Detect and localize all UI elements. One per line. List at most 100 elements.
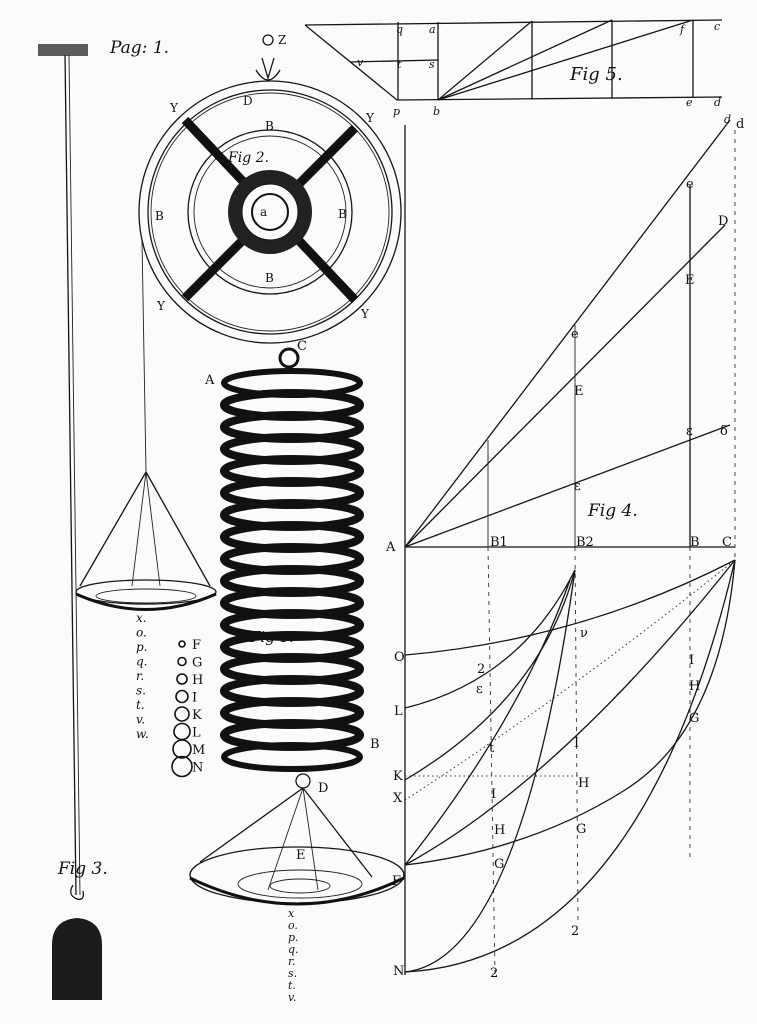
- fig4-label: B2: [576, 535, 594, 550]
- weight-circle: [174, 706, 190, 722]
- weight-letter-large: x: [288, 907, 295, 920]
- fig4-label: G: [576, 822, 586, 837]
- weight-letter: v.: [136, 713, 145, 727]
- fig4-label: I: [574, 736, 579, 751]
- fig5-label: p: [393, 105, 400, 118]
- weight-circle-label: I: [192, 691, 197, 706]
- large-scale-pan: [189, 773, 405, 906]
- fig4-label: H: [494, 823, 505, 838]
- fig4-label: G: [689, 711, 699, 726]
- fig4-label: N: [393, 964, 404, 979]
- fig2-label: B: [338, 207, 347, 221]
- fig5-label: b: [433, 105, 440, 118]
- weight-circle: [176, 673, 188, 685]
- weight-letter-large: o.: [288, 919, 298, 932]
- fig1-label: D: [318, 781, 328, 796]
- fig2-label: Y: [156, 299, 166, 313]
- fig4-label: E: [685, 273, 695, 288]
- fig4-label: X: [393, 791, 403, 806]
- fig5-label: d: [714, 96, 721, 109]
- fig1-label: A: [204, 373, 215, 388]
- weight-circle: [177, 656, 187, 667]
- fig3-wire-weight: [38, 44, 102, 1000]
- weight-letter: x.: [136, 611, 147, 625]
- fig4-label: 2: [571, 924, 579, 939]
- weight-circle-label: M: [192, 743, 205, 758]
- weight-letter: q.: [136, 655, 148, 669]
- fig2-label: B: [265, 119, 274, 133]
- weight-circle-label: G: [192, 656, 202, 671]
- weight-circle-label: F: [192, 638, 201, 653]
- fig4-label: E: [574, 384, 584, 399]
- fig2-label: Y: [169, 101, 179, 115]
- fig4-label: I: [689, 653, 694, 668]
- fig4-label: ε: [574, 479, 581, 494]
- fig5-title: Fig 5.: [569, 64, 623, 85]
- fig4-label: B: [690, 535, 700, 550]
- fig4-label: B1: [490, 535, 508, 550]
- fig4-label: e: [686, 177, 694, 192]
- figure-labels: Pag: 1.Fig 1.Fig 2.Fig 3.Fig 4.Fig 5.ACB…: [57, 20, 744, 1004]
- spring-hook: [278, 347, 300, 369]
- weight-letter: p.: [136, 640, 148, 654]
- fig4-label: e: [571, 327, 579, 342]
- weight-circles: [171, 640, 193, 778]
- weight-letter-large: p.: [288, 931, 299, 944]
- weight-letter-large: s.: [288, 967, 297, 980]
- weight-letter-large: v.: [288, 991, 296, 1004]
- fig5-label: t: [397, 58, 402, 71]
- fig4-label: D: [718, 214, 728, 229]
- fig4-label: F: [392, 874, 401, 889]
- page-label: Pag: 1.: [109, 38, 169, 58]
- weight-letter-large: q.: [288, 943, 299, 956]
- fig4-label: 2: [490, 966, 498, 981]
- fig2-label: D: [243, 94, 253, 108]
- weight-letter: r.: [136, 669, 144, 683]
- fig4-label: C: [722, 535, 732, 550]
- fig2-label: a: [260, 205, 267, 219]
- fig4-label: O: [394, 650, 405, 665]
- spring-coil: [221, 742, 363, 772]
- fig4-label: 2: [477, 662, 485, 677]
- fig4-label: δ: [720, 424, 728, 439]
- fig2-label: B: [265, 271, 274, 285]
- weight-circle-label: N: [192, 761, 203, 776]
- fig5-label: a: [429, 23, 436, 36]
- weight-circle: [172, 739, 192, 759]
- fig4-label: I: [491, 787, 496, 802]
- weight-letter: w.: [136, 727, 149, 741]
- fig4-title: Fig 4.: [587, 501, 638, 521]
- fig4-diagram: [404, 119, 736, 976]
- fig5-label: v: [357, 56, 364, 69]
- fig5-label: d: [724, 113, 731, 126]
- weight-circle: [173, 722, 191, 741]
- fig2-title: Fig 2.: [227, 150, 269, 166]
- fig5-label: q: [396, 23, 403, 36]
- small-scale-pan: [75, 239, 217, 611]
- fig5-label: s: [429, 58, 435, 71]
- fig4-label: t: [489, 741, 495, 756]
- fig3-title: Fig 3.: [57, 859, 108, 879]
- fig4-label: G: [494, 857, 504, 872]
- fig2-label: Z: [278, 33, 286, 47]
- weight-letter: o.: [136, 626, 147, 640]
- fig5-label: e: [686, 96, 693, 109]
- fig4-label: A: [385, 540, 396, 555]
- fig4-label: ε: [476, 682, 483, 697]
- weight-circle-label: K: [192, 708, 202, 723]
- fig4-label: H: [689, 679, 700, 694]
- weight-letter: t.: [136, 698, 145, 712]
- fig1-spring: [220, 347, 364, 772]
- fig1-label: E: [296, 848, 306, 863]
- fig4-label: L: [394, 704, 403, 719]
- fig2-label: B: [155, 209, 164, 223]
- fig1-label: C: [297, 339, 307, 354]
- weight-circle: [178, 640, 186, 648]
- fig4-label: ν: [580, 626, 588, 641]
- fig5-label: f: [679, 23, 686, 36]
- fig4-label: K: [393, 769, 403, 784]
- weight-circle-label: L: [192, 726, 201, 741]
- weight-circle-label: H: [192, 673, 203, 688]
- weight-letter: s.: [136, 684, 146, 698]
- weight-circle: [175, 689, 189, 704]
